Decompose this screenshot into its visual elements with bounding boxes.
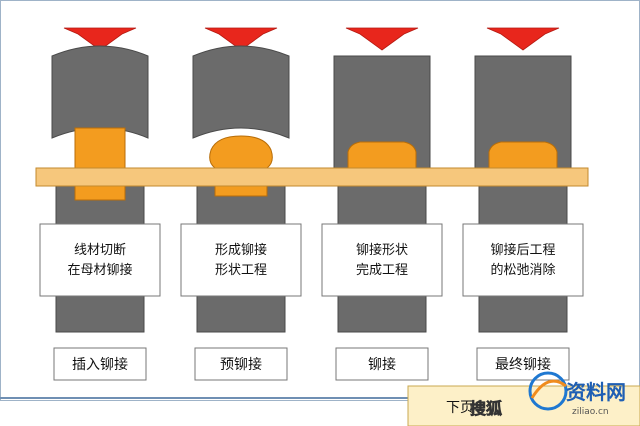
stage-label: 预铆接 bbox=[220, 356, 262, 373]
stage-description-box bbox=[180, 223, 302, 297]
stage-description-line: 形状工程 bbox=[215, 263, 267, 278]
stage-label: 插入铆接 bbox=[72, 356, 128, 373]
upper-punch bbox=[192, 45, 290, 139]
stage-label-box bbox=[335, 347, 429, 381]
watermark-main: 资料网 bbox=[566, 380, 626, 404]
stage-label: 最终铆接 bbox=[495, 356, 551, 373]
next-page-label: 下页 bbox=[446, 400, 474, 416]
stages-layer: 线材切断在母材铆接插入铆接形成铆接形状工程预铆接铆接形状完成工程铆接铆接后工程的… bbox=[39, 27, 584, 381]
stage-description-line: 完成工程 bbox=[356, 263, 408, 278]
press-arrow-icon bbox=[486, 27, 560, 51]
stage-label-box bbox=[53, 347, 147, 381]
stage-description-line: 铆接形状 bbox=[356, 242, 408, 258]
stage-label: 铆接 bbox=[368, 356, 396, 373]
stage-description-line: 在母材铆接 bbox=[67, 262, 132, 278]
press-arrow-icon bbox=[204, 27, 278, 51]
base-material-strip bbox=[35, 167, 589, 187]
stage-description-line: 形成铆接 bbox=[215, 242, 267, 258]
watermark-circle-icon bbox=[528, 371, 568, 411]
watermark-small: ziliao.cn bbox=[572, 407, 609, 417]
watermark-logo: 资料网 搜狐 ziliao.cn bbox=[470, 371, 626, 418]
watermark-left: 搜狐 bbox=[470, 399, 502, 418]
stage-label-box bbox=[194, 347, 288, 381]
stage-description-line: 的松弛消除 bbox=[490, 262, 555, 278]
rivet bbox=[209, 135, 273, 197]
watermark-swoosh-icon bbox=[530, 379, 567, 399]
next-page-button[interactable]: 下页 bbox=[407, 385, 640, 426]
stage-description-line: 线材切断 bbox=[74, 243, 126, 258]
upper-punch bbox=[51, 45, 149, 139]
stage-description-box bbox=[321, 223, 443, 297]
stage-description-box bbox=[39, 223, 161, 297]
press-arrow-icon bbox=[345, 27, 419, 51]
rivet bbox=[74, 127, 126, 201]
stage-description-line: 铆接后工程 bbox=[490, 242, 555, 258]
press-arrow-icon bbox=[63, 27, 137, 51]
strip-layer bbox=[35, 167, 589, 187]
stage-description-box bbox=[462, 223, 584, 297]
